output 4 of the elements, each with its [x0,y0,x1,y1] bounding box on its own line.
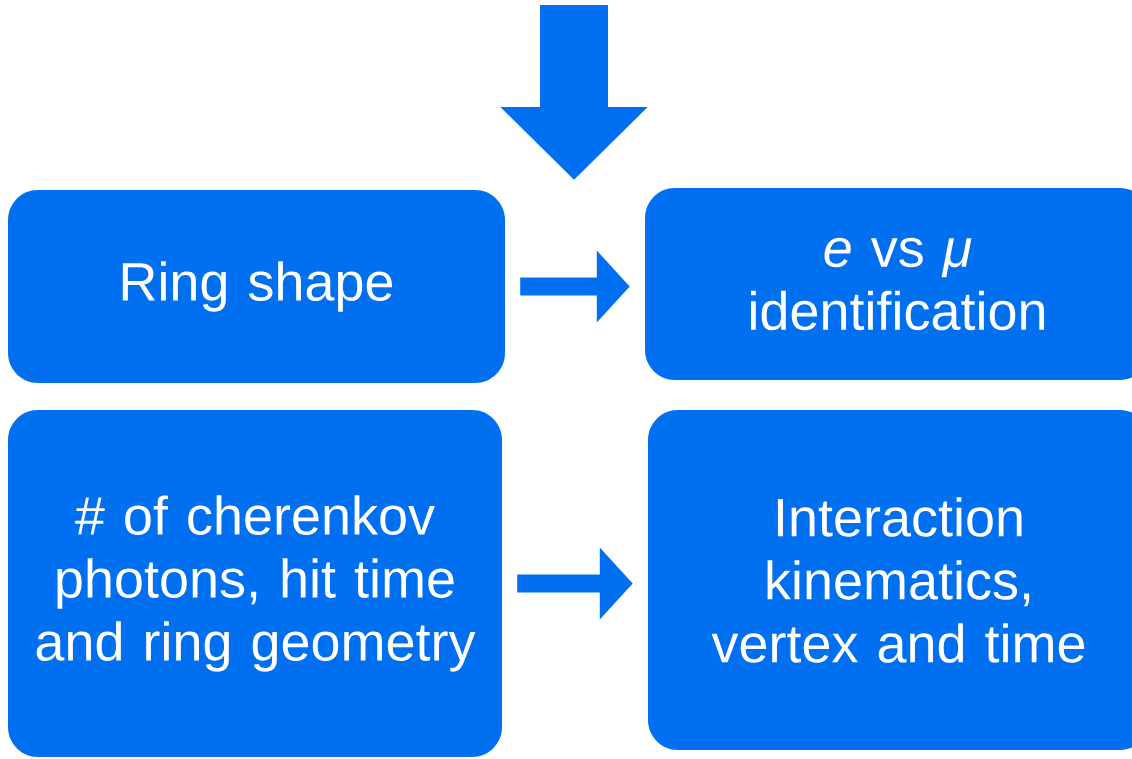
process-box: e vs μ identification [645,188,1132,380]
process-box: # of cherenkov photons, hit time and ring geometry [8,410,502,757]
process-box: Ring shape [8,190,505,383]
process-box: Interaction kinematics, vertex and time [648,410,1132,750]
